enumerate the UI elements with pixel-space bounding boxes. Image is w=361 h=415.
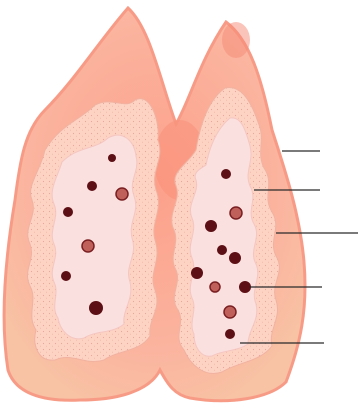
- vessel-dot: [63, 207, 73, 217]
- vessel-dot: [116, 188, 128, 200]
- vessel-dot: [89, 301, 103, 315]
- vessel-dot: [205, 220, 217, 232]
- vessel-dot: [191, 267, 203, 279]
- apex-highlight: [222, 22, 250, 58]
- vessel-dot: [229, 252, 241, 264]
- vessel-dot: [221, 169, 231, 179]
- vessel-dot: [225, 329, 235, 339]
- vessel-dot: [239, 281, 251, 293]
- vessel-dot: [210, 282, 220, 292]
- vessel-dot: [82, 240, 94, 252]
- vessel-dot: [108, 154, 116, 162]
- vessel-dot: [61, 271, 71, 281]
- vessel-dot: [87, 181, 97, 191]
- vessel-dot: [217, 245, 227, 255]
- vessel-dot: [230, 207, 242, 219]
- vessel-dot: [224, 306, 236, 318]
